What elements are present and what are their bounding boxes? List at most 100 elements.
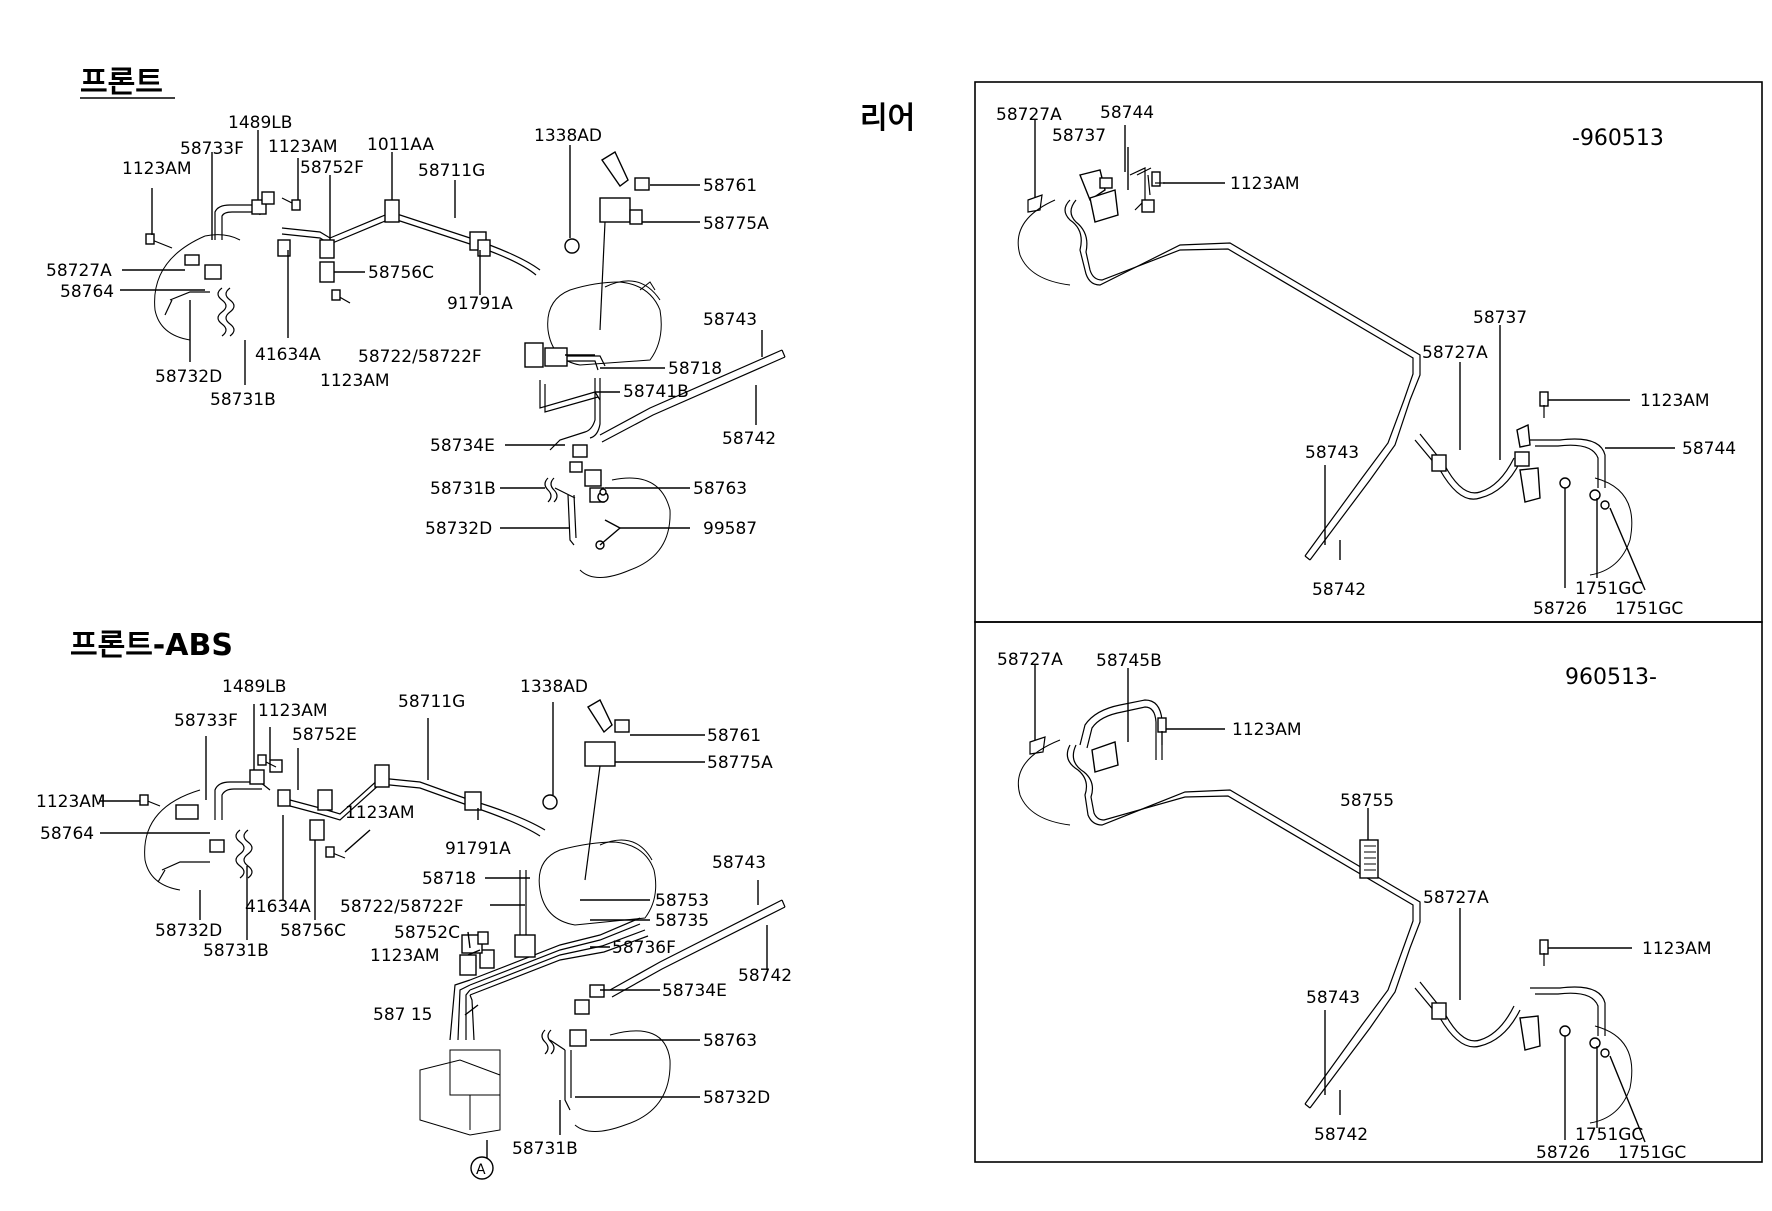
abs-label-58711g: 58711G (398, 692, 465, 712)
title-front: 프론트 (80, 65, 163, 100)
front-label-58743: 58743 (703, 310, 757, 330)
rear-upper-frame (974, 81, 1763, 623)
rear-lower-label-58743: 58743 (1306, 988, 1360, 1008)
front-label-58741b: 58741B (623, 382, 689, 402)
rear-lower-label-1123am: 1123AM (1232, 720, 1302, 740)
front-label-1489lb: 1489LB (228, 113, 292, 133)
abs-label-58752c: 58752C (394, 923, 460, 943)
rear-upper-label-58727a: 58727A (996, 105, 1062, 125)
abs-label-1123am: 1123AM (258, 701, 328, 721)
front-label-58732d-2: 58732D (425, 519, 492, 539)
abs-label-58743: 58743 (712, 853, 766, 873)
front-drawing (145, 150, 786, 578)
abs-label-58764: 58764 (40, 824, 94, 844)
abs-label-58718: 58718 (422, 869, 476, 889)
front-label-1123am-3: 1123AM (320, 371, 390, 391)
front-label-1123am-2: 1123AM (268, 137, 338, 157)
rear-lower-drawing (1017, 699, 1633, 1124)
abs-label-91791a: 91791A (445, 839, 511, 859)
rear-upper-label-1751gc-2: 1751GC (1615, 599, 1683, 619)
abs-label-1123am-2: 1123AM (345, 803, 415, 823)
rear-lower-label-58726: 58726 (1536, 1143, 1590, 1163)
front-label-58727a: 58727A (46, 261, 112, 281)
abs-callout-a: A (476, 1162, 486, 1178)
front-label-58718: 58718 (668, 359, 722, 379)
abs-label-58742: 58742 (738, 966, 792, 986)
title-front-abs: 프론트-ABS (70, 628, 233, 663)
rear-upper-label-1123am: 1123AM (1230, 174, 1300, 194)
rear-upper-label-58742: 58742 (1312, 580, 1366, 600)
abs-label-58732d-2: 58732D (703, 1088, 770, 1108)
rear-upper-label-1123am-2: 1123AM (1640, 391, 1710, 411)
rear-lower-label-58727a-2: 58727A (1423, 888, 1489, 908)
rear-upper-label-1751gc: 1751GC (1575, 579, 1643, 599)
abs-label-58735: 58735 (655, 911, 709, 931)
front-label-58731b: 58731B (210, 390, 276, 410)
abs-label-41634a: 41634A (245, 897, 311, 917)
front-label-41634a: 41634A (255, 345, 321, 365)
abs-label-1489lb: 1489LB (222, 677, 286, 697)
rear-lower-label-1751gc-2: 1751GC (1618, 1143, 1686, 1163)
front-label-58752f: 58752F (300, 158, 364, 178)
rear-lower-label-58745b: 58745B (1096, 651, 1162, 671)
abs-label-1123am-3: 1123AM (36, 792, 106, 812)
rear-upper-code: -960513 (1572, 126, 1664, 151)
rear-upper-leaders (1034, 120, 1675, 591)
abs-label-58731b: 58731B (203, 941, 269, 961)
front-label-58733f: 58733F (180, 139, 244, 159)
front-label-91791a: 91791A (447, 294, 513, 314)
front-label-1123am: 1123AM (122, 159, 192, 179)
rear-upper-label-58726: 58726 (1533, 599, 1587, 619)
front-label-99587: 99587 (703, 519, 757, 539)
rear-upper-label-58727a-2: 58727A (1422, 343, 1488, 363)
front-label-1338ad: 1338AD (534, 126, 602, 146)
rear-upper-drawing (1017, 167, 1633, 576)
abs-label-58763: 58763 (703, 1031, 757, 1051)
rear-upper-label-58737-2: 58737 (1473, 308, 1527, 328)
rear-lower-frame (974, 621, 1763, 1163)
front-leaders (120, 130, 763, 546)
rear-lower-label-58727a: 58727A (997, 650, 1063, 670)
rear-upper-label-58744-2: 58744 (1682, 439, 1736, 459)
front-label-58734e: 58734E (430, 436, 495, 456)
abs-label-58722: 58722/58722F (340, 897, 464, 917)
front-label-58722: 58722/58722F (358, 347, 482, 367)
rear-lower-label-58755: 58755 (1340, 791, 1394, 811)
abs-label-58753: 58753 (655, 891, 709, 911)
abs-label-58761: 58761 (707, 726, 761, 746)
rear-lower-code: 960513- (1565, 665, 1657, 690)
front-label-58731b-2: 58731B (430, 479, 496, 499)
abs-leaders (100, 702, 768, 1135)
rear-upper-label-58744: 58744 (1100, 103, 1154, 123)
abs-label-58731b-2: 58731B (512, 1139, 578, 1159)
abs-label-58732d: 58732D (155, 921, 222, 941)
abs-callout-a-circle (470, 1156, 494, 1180)
abs-label-58736f: 58736F (612, 938, 676, 958)
abs-drawing (139, 699, 786, 1158)
front-label-58756c: 58756C (368, 263, 434, 283)
rear-upper-label-58743: 58743 (1305, 443, 1359, 463)
front-label-58775a: 58775A (703, 214, 769, 234)
abs-label-58756c: 58756C (280, 921, 346, 941)
front-label-58764: 58764 (60, 282, 114, 302)
abs-label-58733f: 58733F (174, 711, 238, 731)
abs-label-58752e: 58752E (292, 725, 357, 745)
rear-lower-label-1751gc: 1751GC (1575, 1125, 1643, 1145)
rear-lower-label-58742: 58742 (1314, 1125, 1368, 1145)
rear-lower-label-1123am-2: 1123AM (1642, 939, 1712, 959)
abs-label-1123am-4: 1123AM (370, 946, 440, 966)
abs-label-58775a: 58775A (707, 753, 773, 773)
title-rear: 리어 (860, 101, 915, 136)
front-label-58742: 58742 (722, 429, 776, 449)
abs-label-1338ad: 1338AD (520, 677, 588, 697)
front-label-1011aa: 1011AA (367, 135, 434, 155)
front-label-58732d: 58732D (155, 367, 222, 387)
abs-label-58715: 587 15 (373, 1005, 432, 1025)
rear-upper-label-58737: 58737 (1052, 126, 1106, 146)
front-label-58761: 58761 (703, 176, 757, 196)
front-label-58763: 58763 (693, 479, 747, 499)
rear-lower-leaders (1034, 665, 1646, 1143)
abs-label-58734e: 58734E (662, 981, 727, 1001)
front-label-58711g: 58711G (418, 161, 485, 181)
